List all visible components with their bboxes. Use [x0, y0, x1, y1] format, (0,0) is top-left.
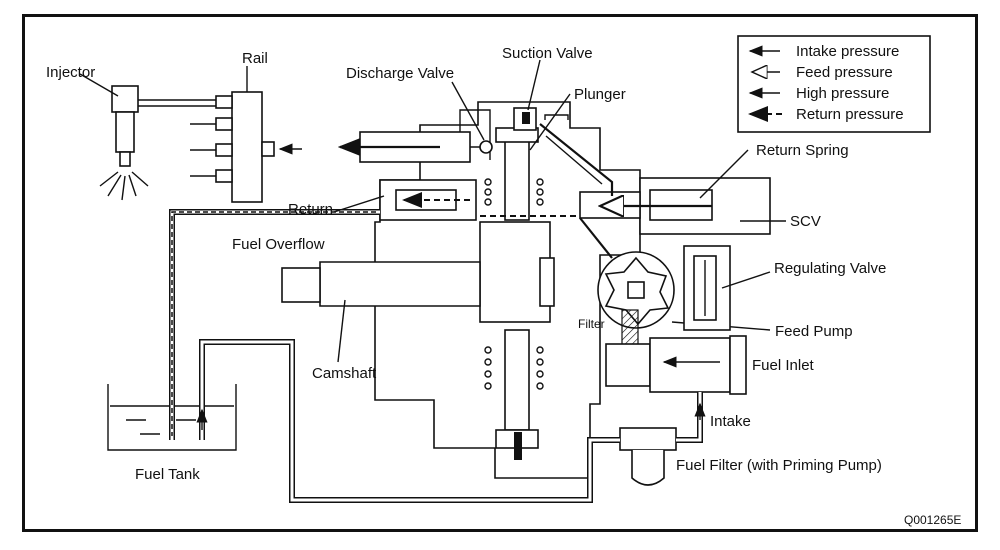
- scv-icon: [579, 177, 771, 235]
- legend-item-intake: Intake pressure: [748, 43, 899, 60]
- return-spring-leader: [699, 149, 749, 199]
- label-fuel-overflow: Fuel Overflow: [232, 236, 325, 253]
- legend-label-high: High pressure: [796, 85, 889, 102]
- camshaft-icon: [281, 261, 481, 307]
- fuel-overflow-valve-icon: [379, 179, 477, 221]
- injector-icon: [99, 85, 230, 201]
- label-intake: Intake: [710, 413, 751, 430]
- fuel-filter-icon: [619, 427, 677, 486]
- label-return-spring: Return Spring: [756, 142, 849, 159]
- label-scv: SCV: [790, 213, 821, 230]
- plunger-leader: [529, 93, 571, 151]
- legend-item-feed: Feed pressure: [752, 64, 893, 81]
- label-fuel-filter: Fuel Filter (with Priming Pump): [676, 457, 882, 474]
- label-suction-valve: Suction Valve: [502, 45, 593, 62]
- rail-icon: [190, 91, 302, 203]
- figure-code: Q001265E: [904, 513, 961, 527]
- label-rail: Rail: [242, 50, 268, 67]
- plunger-icon: [504, 139, 530, 221]
- legend-item-return: Return pressure: [748, 106, 904, 123]
- diagram-frame: [22, 14, 978, 532]
- label-camshaft: Camshaft: [312, 365, 377, 382]
- legend-label-return: Return pressure: [796, 106, 904, 123]
- label-fuel-tank: Fuel Tank: [135, 466, 200, 483]
- regulating-valve-icon: [683, 245, 731, 331]
- label-fuel-inlet: Fuel Inlet: [752, 357, 815, 374]
- discharge-valve-icon: [337, 131, 493, 163]
- return-pipe: [169, 209, 380, 440]
- legend: Intake pressure Feed pressure High press…: [737, 35, 931, 133]
- discharge-valve-leader: [451, 81, 485, 141]
- suction-passage: [539, 123, 614, 196]
- legend-label-intake: Intake pressure: [796, 43, 899, 60]
- injector-leader: [79, 73, 119, 97]
- label-filter: Filter: [578, 317, 605, 331]
- return-spring-coils: [484, 178, 544, 206]
- label-regulating-valve: Regulating Valve: [774, 260, 886, 277]
- suction-valve-leader: [527, 59, 541, 111]
- label-injector: Injector: [46, 64, 95, 81]
- label-discharge-valve: Discharge Valve: [346, 65, 454, 82]
- label-plunger: Plunger: [574, 86, 626, 103]
- camshaft-leader: [337, 299, 346, 363]
- label-return: Return: [288, 201, 333, 218]
- fuel-overflow-leader: [333, 195, 385, 213]
- label-feed-pump: Feed Pump: [775, 323, 853, 340]
- fuel-inlet-icon: [605, 335, 747, 395]
- regulating-valve-leader: [721, 271, 771, 289]
- legend-label-feed: Feed pressure: [796, 64, 893, 81]
- legend-item-high: High pressure: [748, 85, 889, 102]
- feed-pump-icon: [597, 251, 675, 329]
